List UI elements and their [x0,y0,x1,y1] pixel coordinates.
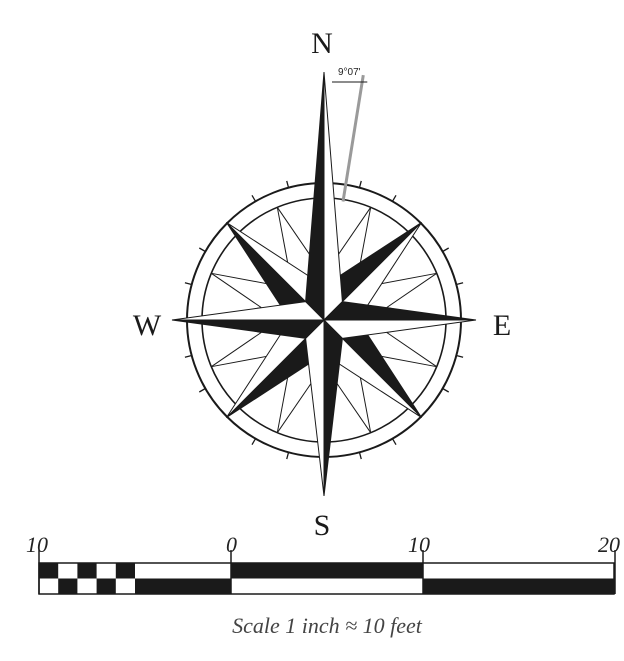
south-label: S [314,509,331,542]
compass-web-line [276,373,289,433]
compass-degree-tick [456,282,464,286]
compass-web-line [276,207,312,258]
scale-cell [135,578,231,594]
declination-line [341,74,365,202]
compass-degree-tick [184,354,192,358]
compass-point-east-dark-half [322,301,477,321]
compass-web-line [377,272,437,285]
west-label: W [133,309,162,342]
north-label: N [311,27,333,60]
scale-tick-label-20: 20 [598,532,620,557]
declination-indicator [332,74,368,202]
compass-web-line [211,272,262,308]
compass-point-north-light-half [323,71,343,322]
compass-web-line [336,382,372,433]
scale-tick-label-minus10: 10 [26,532,48,557]
compass-point-north-dark-half [305,71,325,322]
compass-point-south-light-half [305,318,325,497]
compass-degree-tick [184,282,192,286]
scale-cell [231,563,423,579]
compass-degree-tick [251,194,257,202]
compass-degree-tick [442,387,450,393]
compass-degree-ticks [184,180,464,460]
scale-cell [115,563,135,579]
compass-degree-tick [456,354,464,358]
compass-web-line [336,207,372,258]
compass-web-line [276,382,312,433]
compass-rose [171,71,477,497]
scale-cell [96,578,116,594]
scale-bar-ticks [38,550,616,594]
compass-web-line [386,272,437,308]
compass-star [171,71,477,497]
scale-cell [77,563,97,579]
compass-point-east-light-half [322,319,477,339]
scale-cell [423,578,615,594]
compass-degree-tick [358,452,362,460]
compass-degree-tick [391,194,397,202]
compass-degree-tick [198,247,206,253]
compass-web-line [359,207,372,267]
compass-web-line [211,355,271,368]
compass-web-line [211,332,262,368]
compass-point-west-dark-half [171,319,326,339]
compass-degree-tick [251,438,257,446]
east-label: E [493,309,511,342]
compass-degree-tick [198,387,206,393]
compass-degree-tick [286,452,290,460]
scale-caption: Scale 1 inch ≈ 10 feet [232,613,423,638]
compass-web-line [276,207,289,267]
scale-bar-cells [39,563,615,594]
scale-tick-label-0: 0 [226,532,237,557]
declination-label: 9°07' [338,67,361,78]
scale-tick-label-10: 10 [408,532,430,557]
compass-web-line [386,332,437,368]
compass-point-south-dark-half [323,318,343,497]
compass-web-line [359,373,372,433]
compass-degree-tick [358,180,362,188]
scale-bar: 10 0 10 20 Scale 1 inch ≈ 10 feet [26,532,620,638]
compass-point-west-light-half [171,301,326,321]
compass-degree-tick [391,438,397,446]
compass-degree-tick [442,247,450,253]
compass-web-line [377,355,437,368]
scale-cell [39,563,59,579]
compass-degree-tick [286,180,290,188]
scale-cell [58,578,78,594]
compass-web-line [211,272,271,285]
